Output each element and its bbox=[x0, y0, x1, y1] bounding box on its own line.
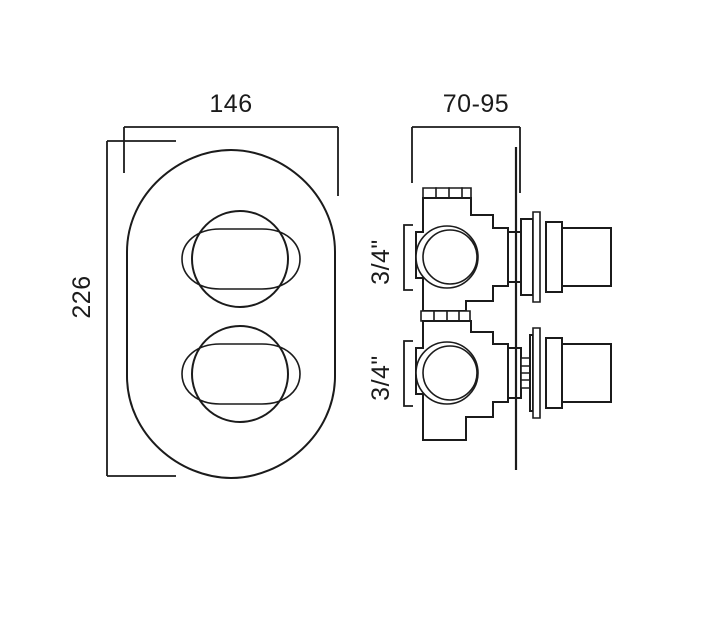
spindle-upper-shoulder bbox=[545, 221, 563, 293]
escutcheon-lower-flange bbox=[532, 327, 541, 419]
dim-label-width-146: 146 bbox=[209, 90, 252, 118]
dim-label-inlet-lower: 3/4" bbox=[367, 355, 395, 401]
inlet-upper-inner bbox=[422, 229, 478, 285]
dim-line-height-226 bbox=[106, 140, 176, 477]
dim-line-depth-70-95 bbox=[411, 126, 521, 193]
inlet-lower-outer bbox=[415, 341, 479, 405]
knob-upper-pill bbox=[181, 228, 301, 290]
plate-outline bbox=[126, 148, 336, 480]
valve-upper-cap bbox=[422, 187, 472, 199]
valve-lower-key-ribs bbox=[520, 365, 531, 381]
spindle-lower-shoulder bbox=[545, 337, 563, 409]
knob-lower-circle[interactable] bbox=[191, 325, 289, 423]
spindle-upper-barrel bbox=[561, 227, 612, 287]
valve-upper-cap-ribs bbox=[435, 187, 463, 199]
escutcheon-upper-collar bbox=[520, 218, 534, 296]
knob-lower-pill bbox=[181, 343, 301, 405]
knob-upper[interactable] bbox=[181, 210, 301, 308]
front-view-plate bbox=[126, 148, 336, 480]
dim-bracket-inlet-upper bbox=[403, 224, 413, 291]
connector-band-ribs bbox=[433, 310, 460, 322]
front-view-dimensions bbox=[106, 126, 339, 477]
side-view-dimensions bbox=[403, 126, 521, 407]
valve-body-upper bbox=[415, 187, 612, 312]
side-view-assembly bbox=[415, 147, 612, 470]
inlet-lower-inner bbox=[422, 345, 478, 401]
knob-upper-circle[interactable] bbox=[191, 210, 289, 308]
connector-band bbox=[420, 310, 471, 322]
dim-bracket-inlet-lower bbox=[403, 340, 413, 407]
valve-lower-neck bbox=[507, 347, 522, 399]
dim-line-width-146 bbox=[123, 126, 339, 196]
valve-body-lower bbox=[415, 320, 612, 441]
knob-lower[interactable] bbox=[181, 325, 301, 423]
dim-label-depth-70-95: 70-95 bbox=[443, 90, 509, 118]
inlet-upper-outer bbox=[415, 225, 479, 289]
valve-connector bbox=[420, 310, 471, 322]
dim-label-height-226: 226 bbox=[68, 275, 96, 318]
escutcheon-upper-flange bbox=[532, 211, 541, 303]
spindle-lower-barrel bbox=[561, 343, 612, 403]
valve-upper-neck bbox=[507, 231, 522, 283]
dim-label-inlet-upper: 3/4" bbox=[367, 239, 395, 285]
